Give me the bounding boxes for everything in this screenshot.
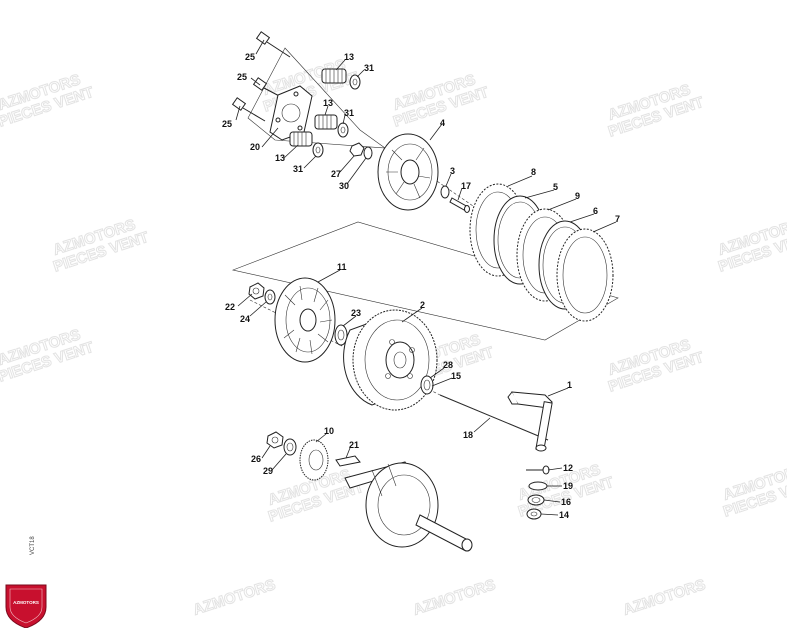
release-lever-1[interactable] xyxy=(507,391,553,452)
thrust-washer-23[interactable] xyxy=(334,324,348,346)
callout-26: 26 xyxy=(251,454,261,464)
callout-31-bottom: 31 xyxy=(293,164,303,174)
washer-24[interactable] xyxy=(264,289,276,305)
callout-6: 6 xyxy=(593,206,598,216)
oring-19[interactable] xyxy=(528,481,548,491)
callout-20: 20 xyxy=(250,142,260,152)
callout-10: 10 xyxy=(324,426,334,436)
callout-4: 4 xyxy=(440,118,445,128)
callout-27: 27 xyxy=(331,169,341,179)
callout-1: 1 xyxy=(567,380,572,390)
azmotors-logo: AZMOTORS xyxy=(5,584,47,628)
callout-14: 14 xyxy=(559,510,569,520)
figure-code: VCT18 xyxy=(30,536,36,555)
callout-12: 12 xyxy=(563,463,573,473)
callout-24: 24 xyxy=(240,314,250,324)
washer-31-a[interactable] xyxy=(349,74,361,90)
callout-9: 9 xyxy=(575,191,580,201)
bolt-25-top[interactable] xyxy=(255,31,291,58)
svg-text:AZMOTORS: AZMOTORS xyxy=(411,576,498,619)
bolt-25-bottom[interactable] xyxy=(231,97,266,122)
leader-lines xyxy=(235,39,617,516)
watermark-13: AZMOTORS xyxy=(190,576,278,620)
oil-seal-16[interactable] xyxy=(527,494,545,506)
woodruff-key-21[interactable] xyxy=(335,455,361,467)
callout-28: 28 xyxy=(443,360,453,370)
nut-26[interactable] xyxy=(266,431,284,449)
callout-29: 29 xyxy=(263,466,273,476)
callout-7: 7 xyxy=(615,214,620,224)
callout-11: 11 xyxy=(337,262,347,272)
bushing-14[interactable] xyxy=(526,508,542,520)
callout-3: 3 xyxy=(450,166,455,176)
logo-text: AZMOTORS xyxy=(13,600,39,605)
pressure-plate-outline xyxy=(247,47,387,149)
callout-16: 16 xyxy=(561,497,571,507)
callout-19: 19 xyxy=(563,481,573,491)
clutch-hub-11[interactable] xyxy=(274,277,336,363)
pushrod-17[interactable] xyxy=(449,197,470,213)
clutch-spring-13-top[interactable] xyxy=(321,68,347,84)
clutch-spring-13-middle[interactable] xyxy=(314,114,338,130)
callout-31-top: 31 xyxy=(364,63,374,73)
washer-31-c[interactable] xyxy=(312,142,324,158)
pressure-disc-4[interactable] xyxy=(377,133,439,211)
callout-15: 15 xyxy=(451,371,461,381)
callout-30: 30 xyxy=(339,181,349,191)
release-shaft-18[interactable] xyxy=(439,394,549,441)
callout-31-middle: 31 xyxy=(344,108,354,118)
callout-21: 21 xyxy=(349,440,359,450)
nut-22[interactable] xyxy=(248,282,265,300)
callout-25-bottom: 25 xyxy=(222,119,232,129)
svg-text:AZMOTORS: AZMOTORS xyxy=(621,576,708,619)
friction-plate-7[interactable] xyxy=(556,228,614,322)
callout-13-top: 13 xyxy=(344,52,354,62)
washer-28[interactable] xyxy=(420,375,434,395)
watermark-14: AZMOTORS xyxy=(410,576,498,620)
callout-13-middle: 13 xyxy=(323,98,333,108)
clutch-assembly-outline xyxy=(231,221,619,341)
callout-8: 8 xyxy=(531,167,536,177)
washer-3[interactable] xyxy=(440,185,450,199)
callout-5: 5 xyxy=(553,182,558,192)
callout-25-top: 25 xyxy=(245,52,255,62)
callout-25-middle: 25 xyxy=(237,72,247,82)
callout-17: 17 xyxy=(461,181,471,191)
callout-18: 18 xyxy=(463,430,473,440)
callout-23: 23 xyxy=(351,308,361,318)
washer-29[interactable] xyxy=(283,438,297,456)
callout-labels: 25 25 25 20 13 31 13 31 13 31 27 30 4 3 … xyxy=(222,52,620,520)
callout-2: 2 xyxy=(420,300,425,310)
washer-31-b[interactable] xyxy=(337,122,349,138)
clutch-housing-2[interactable] xyxy=(343,309,438,411)
callout-13-bottom: 13 xyxy=(275,153,285,163)
washer-30[interactable] xyxy=(363,146,373,160)
nut-27[interactable] xyxy=(349,142,365,157)
crankshaft xyxy=(344,461,473,552)
callout-22: 22 xyxy=(225,302,235,312)
primary-gear-10[interactable] xyxy=(299,439,329,481)
watermark-15: AZMOTORS xyxy=(620,576,708,620)
svg-text:AZMOTORS: AZMOTORS xyxy=(191,576,278,619)
clutch-spring-13-bottom[interactable] xyxy=(289,131,313,147)
pin-12[interactable] xyxy=(526,465,550,475)
